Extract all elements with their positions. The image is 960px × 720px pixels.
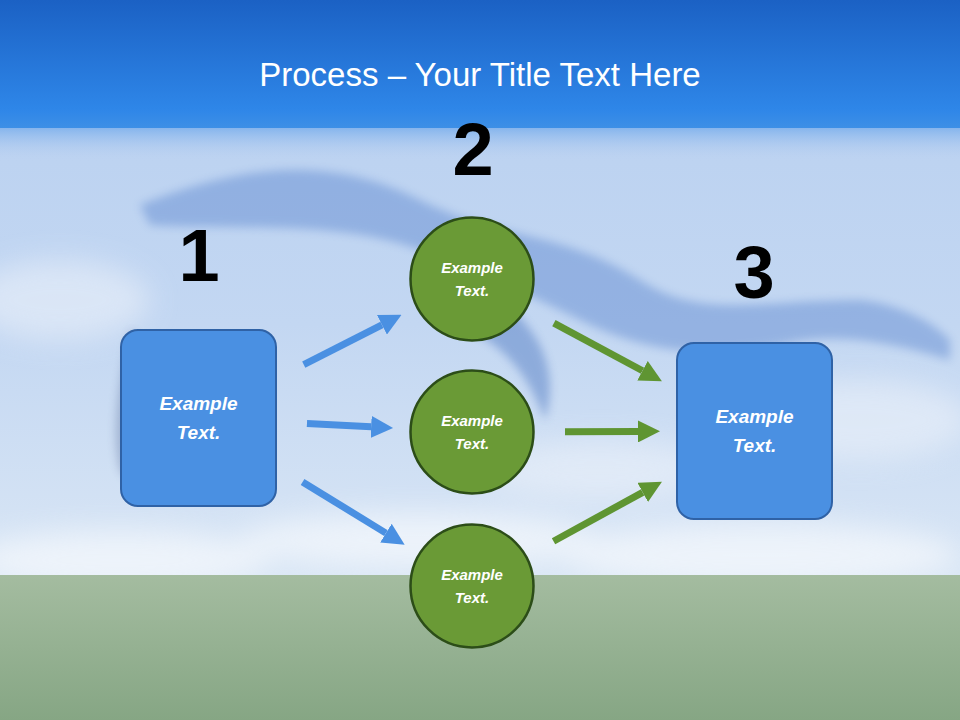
callout-number: 1 [178,216,219,296]
header-band [0,0,960,128]
circle-outline [409,216,535,342]
process-box: Example Text. [120,329,277,507]
callout-number: 2 [452,110,493,190]
flow-arrow [554,323,643,371]
process-box: Example Text. [676,342,833,520]
circle-fill [411,525,534,648]
flow-arrow [304,325,382,365]
process-circle: Example Text. [409,369,535,495]
node-text: Example Text. [700,402,810,460]
flow-arrow [303,482,386,533]
node-text: Example Text. [430,256,514,302]
process-circle: Example Text. [409,216,535,342]
node-text: Example Text. [144,389,254,447]
circle-fill [411,371,534,494]
node-text: Example Text. [430,409,514,455]
flow-arrow [307,424,371,427]
flow-arrow [565,428,638,435]
node-text: Example Text. [430,563,514,609]
callout-number: 3 [733,233,774,313]
circle-outline [409,523,535,649]
process-circle: Example Text. [409,523,535,649]
circle-fill [411,218,534,341]
slide-title: Process – Your Title Text Here [0,50,960,100]
flow-arrow [554,492,643,541]
circle-outline [409,369,535,495]
